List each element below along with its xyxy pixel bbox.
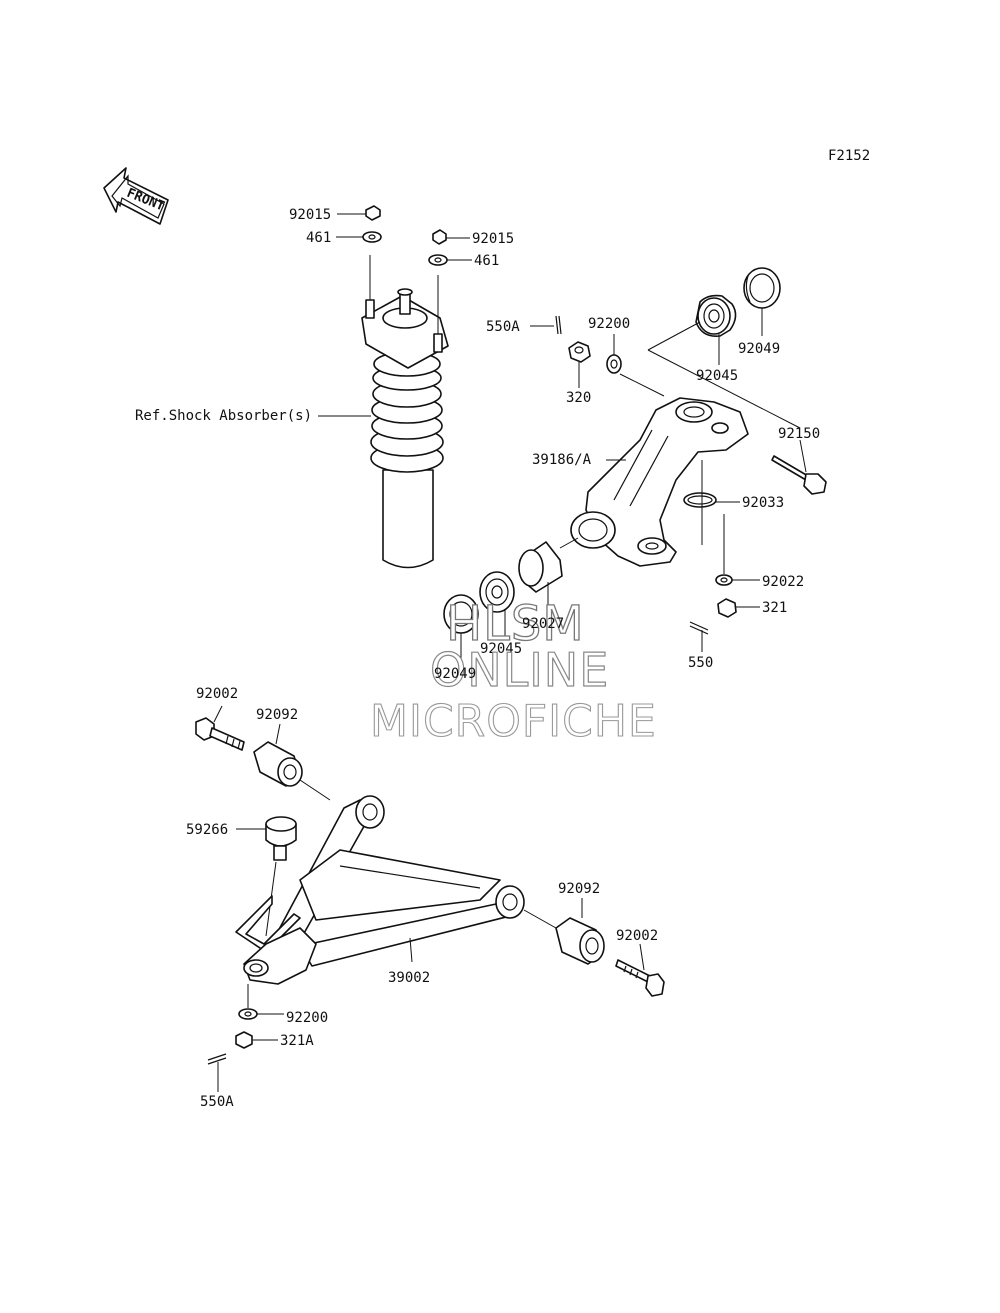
label-461-b: 461 [474,253,499,269]
bushing-92092-left [253,723,331,801]
coil-spring [370,351,444,473]
label-92015-a: 92015 [289,207,331,223]
label-92150: 92150 [778,426,820,442]
label-550A-bottom: 550A [200,1094,234,1110]
cotter-pin-550A-bottom [207,1053,227,1092]
nut-92015-b [432,229,470,245]
label-92092-left: 92092 [256,707,298,723]
watermark: HLSM ONLINE MICROFICHE [369,595,657,747]
a-arm [235,795,525,985]
figure-code: F2152 [828,148,870,164]
spacer-92027 [518,541,563,614]
castle-nut-321A [235,1031,278,1049]
label-92045-top: 92045 [696,368,738,384]
circlip-92033 [683,492,740,508]
label-92092-right: 92092 [558,881,600,897]
seal-92049-top [743,267,781,336]
washer-92200-bottom [238,984,284,1020]
bearing-92045-top [695,294,737,365]
castle-nut-321 [717,598,760,618]
bearing-92045-bottom [479,571,515,636]
label-92002-left: 92002 [196,686,238,702]
washer-461-b [428,254,472,266]
label-ref-shock: Ref.Shock Absorber(s) [135,408,312,424]
nut-92015-a [337,205,381,221]
label-92015-b: 92015 [472,231,514,247]
label-321: 321 [762,600,787,616]
label-39186: 39186/A [532,452,592,468]
label-320: 320 [566,390,591,406]
washer-92200-top [606,334,665,397]
steering-knuckle [570,397,749,567]
watermark-line3: MICROFICHE [370,696,657,747]
label-92049-bottom: 92049 [434,666,476,682]
watermark-line1: HLSM [446,596,585,652]
cotter-pin-550A-top [530,315,562,335]
label-321A: 321A [280,1033,314,1049]
label-92200-top: 92200 [588,316,630,332]
washer-92022 [715,514,760,586]
cotter-pin-550 [689,621,709,652]
bolt-92002-right [615,943,665,997]
bushing-92092-right [523,898,605,965]
label-39002: 39002 [388,970,430,986]
label-550A-top: 550A [486,319,520,335]
washer-461-a [336,231,382,243]
seal-92049-bottom [443,594,479,662]
label-92033: 92033 [742,495,784,511]
bolt-92150 [771,439,827,495]
label-92049-top: 92049 [738,341,780,357]
front-arrow-icon: FRONT [103,167,169,225]
label-92022: 92022 [762,574,804,590]
bolt-92002-left [195,705,245,751]
label-92002-right: 92002 [616,928,658,944]
label-461-a: 461 [306,230,331,246]
watermark-line2: ONLINE [430,643,609,697]
castle-nut-320 [568,341,591,388]
ball-joint-59266 [236,816,297,937]
label-550: 550 [688,655,713,671]
label-92045-bottom: 92045 [480,641,522,657]
label-92027: 92027 [522,616,564,632]
shock-absorber [361,255,449,569]
label-59266: 59266 [186,822,228,838]
label-92200-bottom: 92200 [286,1010,328,1026]
